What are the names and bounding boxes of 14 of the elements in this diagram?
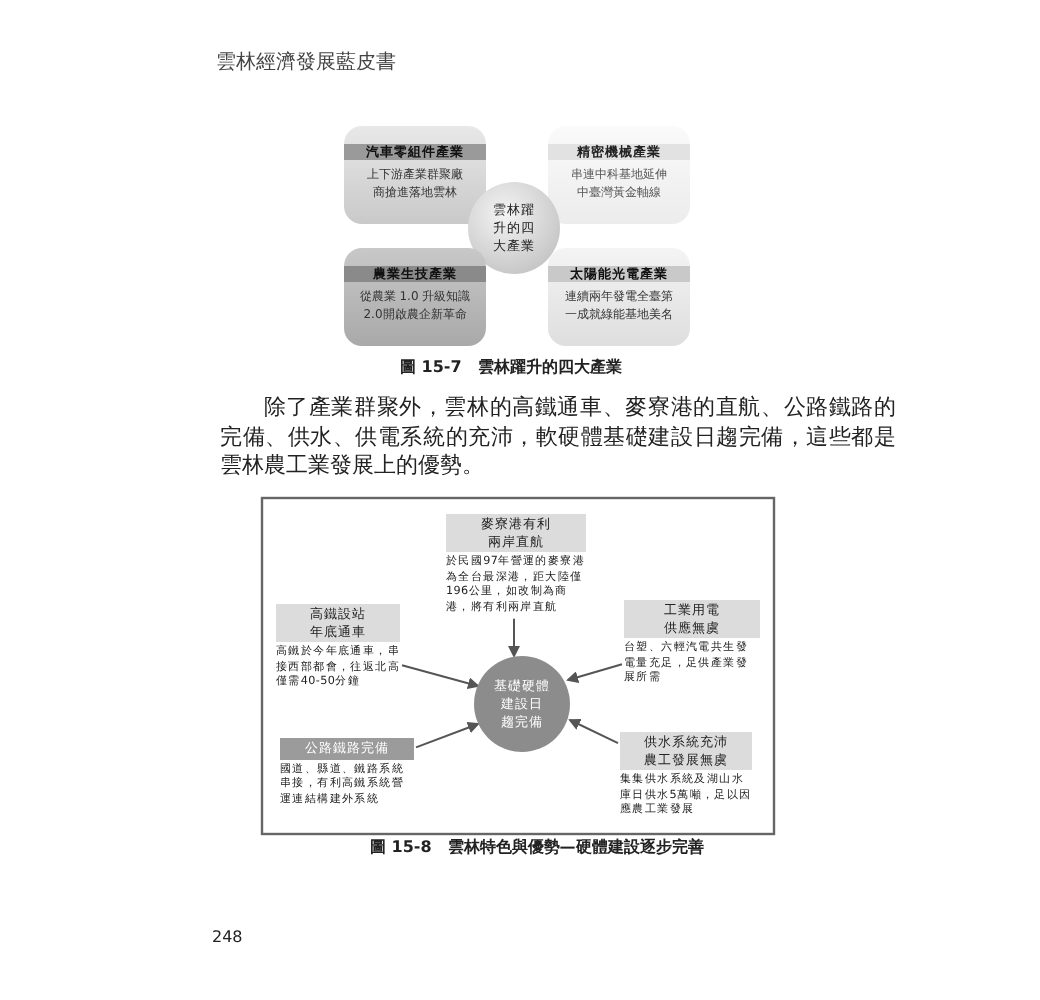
arrow <box>568 718 619 745</box>
arrow <box>401 664 480 690</box>
running-header: 雲林經濟發展藍皮書 <box>216 49 396 76</box>
figure-caption: 圖 15-7 雲林躍升的四大產業 <box>400 356 622 378</box>
arrow <box>566 663 623 683</box>
industry-card <box>548 248 690 346</box>
industry-card <box>344 248 486 346</box>
body-paragraph: 除了產業群聚外，雲林的高鐵通車、麥寮港的直航、公路鐵路的完備、供水、供電系統的充沛，軟硬體基礎建設日趨完備，這些都是雲林農工業發展上的優勢。 <box>220 394 896 481</box>
arrow <box>415 721 480 749</box>
industry-card <box>548 126 690 224</box>
page-number: 248 <box>212 928 243 946</box>
figure-caption: 圖 15-8 雲林特色與優勢—硬體建設逐步完善 <box>370 836 704 858</box>
industry-card <box>344 126 486 224</box>
arrow <box>508 617 520 658</box>
